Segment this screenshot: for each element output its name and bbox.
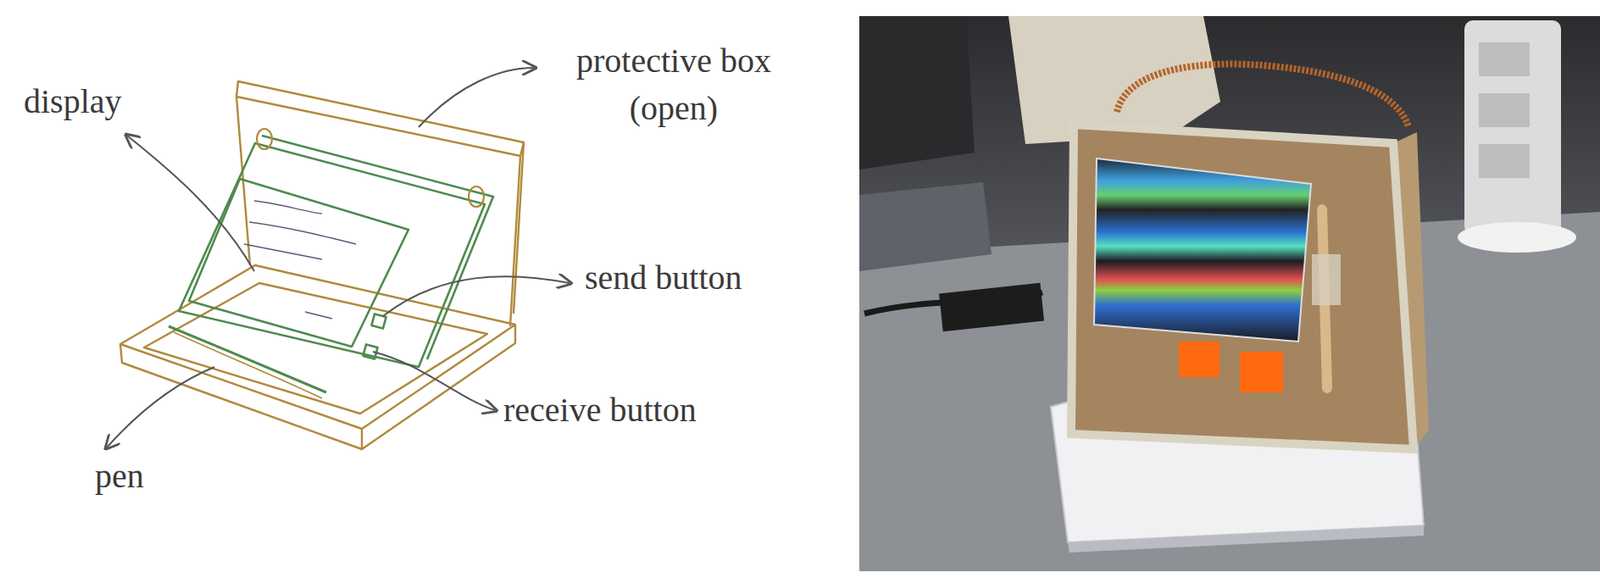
power-strip-base [1457,222,1577,253]
part-label: receive button [503,386,697,434]
display-screen [188,178,409,347]
socket [1478,144,1530,178]
hinges [256,128,484,207]
display-frame-back [261,135,494,360]
cardboard-box [1071,124,1414,450]
part-label: pen [94,452,145,500]
orange-button [1178,341,1220,378]
person-left [859,16,975,170]
screen-scribbles [244,200,356,319]
part-label: send button [584,254,743,302]
leader-line [127,135,255,272]
leader-line [372,351,495,411]
socket [1478,93,1530,128]
orange-button [1239,351,1284,393]
tablet-edge [1067,525,1424,553]
hinge [256,128,273,150]
scribble [244,244,323,260]
tape [1311,254,1341,306]
power-strip [1464,20,1562,235]
power-adapter [938,283,1045,332]
leader-line [383,276,570,317]
scribble [254,200,323,214]
box-tray-side [361,324,516,450]
socket [1478,42,1530,77]
prototype-photo [859,16,1600,572]
leader-lines [106,67,570,448]
scribble [249,222,356,245]
pen-sketch [168,326,327,393]
holographic-screen [1094,158,1312,342]
leader-line [418,67,534,128]
display-frame [178,143,485,367]
display-sketch [178,135,494,367]
laptop [859,182,992,272]
part-label: protective box (open) [533,37,814,133]
hinge [468,186,484,207]
leader-line [106,366,215,448]
pen-slot [173,332,323,399]
photo-background [859,16,1600,572]
scribble [305,311,333,319]
protective-box-sketch [120,81,524,450]
pipe-cleaner-handle [1116,64,1409,128]
part-label: display [23,77,123,126]
box-tray-front [120,344,362,450]
box-lid-side [513,142,524,314]
box-lid-edge [236,81,524,156]
